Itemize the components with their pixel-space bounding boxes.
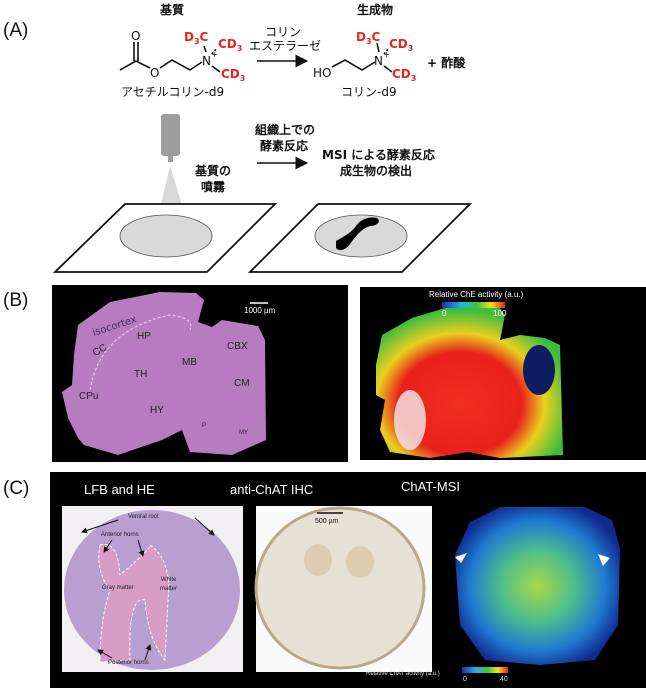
title-anti-chat-ihc: anti-ChAT IHC — [230, 482, 314, 497]
region-label-my: MY — [239, 430, 248, 436]
cd3-group-product-bottom: CD3 — [392, 67, 417, 83]
title-chat-msi: ChAT-MSI — [401, 479, 460, 494]
spray-label-1: 基質の — [195, 164, 232, 178]
scale-bar-c-label: 500 µm — [315, 518, 339, 525]
atom-ho: HO — [313, 66, 332, 80]
che-colorbar-title: Relative ChE activity (a.u.) — [429, 290, 524, 299]
arrow-anterior-left — [103, 539, 113, 553]
arrowhead-marker-right — [598, 554, 610, 566]
d3c-group: D3C — [184, 30, 209, 46]
reaction-label-1: 組織上での — [255, 123, 316, 137]
region-label-hy: HY — [150, 405, 164, 416]
title-lfb-he: LFB and HE — [84, 482, 155, 497]
detect-label-1: MSI による酵素反応 — [322, 148, 435, 162]
enzyme-label-2: エステラーゼ — [249, 39, 322, 53]
panel-label-a: (A) — [3, 20, 29, 41]
ihc-anterior-horn-left — [304, 544, 332, 576]
cd3-group-bottom: CD3 — [221, 67, 246, 83]
arrow-anterior-right — [137, 539, 145, 557]
ihc-cord — [254, 506, 426, 670]
annotation-white-matter-1: White — [161, 577, 177, 583]
d3c-group-product: D3C — [356, 30, 381, 46]
scale-bar-b-label: 1000 µm — [244, 306, 276, 315]
sprayer-nozzle — [168, 156, 173, 162]
atom-n: N — [202, 54, 211, 68]
annotation-anterior-horns: Anterior horns — [101, 532, 139, 538]
region-label-p: P — [202, 423, 207, 429]
annotation-ventral-root: Ventral root — [128, 514, 159, 520]
byproduct-acetate: + 酢酸 — [427, 56, 466, 70]
reaction-label-2: 酵素反応 — [260, 139, 309, 153]
region-label-mb: MB — [182, 357, 197, 368]
che-high-cpu-region — [394, 390, 426, 450]
spray-label-2: 噴霧 — [201, 180, 226, 194]
gray-matter-outline — [98, 543, 170, 663]
arrowhead-marker-left — [455, 553, 467, 563]
cd3-group-top: CD3 — [218, 37, 243, 53]
che-colorbar-min: 0 — [442, 309, 447, 318]
detect-label-2: 成生物の検出 — [340, 164, 413, 178]
he-brain-section — [62, 292, 266, 455]
che-low-cbx-region — [523, 345, 555, 395]
atom-n-product: N — [374, 54, 383, 68]
charge-plus-product: + — [383, 50, 390, 59]
substrate-header: 基質 — [160, 3, 185, 17]
tissue-sprayed — [119, 214, 213, 258]
region-label-hp: HP — [137, 331, 151, 342]
chat-colorbar-max: 40 — [500, 676, 508, 683]
acetylcholine-structure — [119, 42, 221, 73]
region-label-cm: CM — [234, 378, 250, 389]
panel-label-c: (C) — [3, 478, 30, 499]
annotation-gray-matter: Gray matter — [102, 585, 134, 591]
annotation-white-matter-2: matter — [160, 586, 178, 592]
ihc-anterior-horn-right — [346, 546, 374, 578]
cd3-group-product-top: CD3 — [389, 37, 414, 53]
he-corpus-callosum-outline — [89, 314, 192, 391]
chat-msi-section — [455, 507, 620, 665]
region-label-cpu: CPu — [79, 391, 99, 402]
arrow-ventral-root-left — [81, 519, 119, 534]
region-label-cbx: CBX — [227, 341, 248, 352]
substrate-name: アセチルコリン-d9 — [121, 85, 225, 99]
arrow-posterior-right — [144, 644, 152, 661]
arrow-ventral-root-right — [194, 517, 215, 536]
sprayer-icon — [161, 114, 180, 156]
arrow-posterior-left — [97, 649, 113, 659]
chat-colorbar-title: Relative ChAT activity (a.u.) — [366, 671, 440, 677]
region-label-th: TH — [134, 369, 148, 380]
enzyme-label-1: コリン — [265, 25, 302, 39]
che-colorbar — [442, 302, 505, 308]
chat-colorbar-min: 0 — [463, 676, 467, 683]
atom-o-ester: O — [150, 66, 160, 80]
che-colorbar-max: 100 — [493, 309, 507, 318]
atom-o-carbonyl: O — [131, 29, 141, 43]
chat-colorbar — [462, 667, 508, 673]
panel-label-b: (B) — [3, 290, 29, 311]
product-header: 生成物 — [357, 3, 394, 17]
product-signal-shape — [336, 217, 379, 251]
product-name: コリン-d9 — [341, 85, 397, 99]
choline-structure — [331, 42, 393, 73]
spray-cone — [160, 166, 183, 208]
charge-plus: + — [211, 50, 218, 59]
annotation-posterior-horns: Posterior horns — [108, 660, 149, 666]
